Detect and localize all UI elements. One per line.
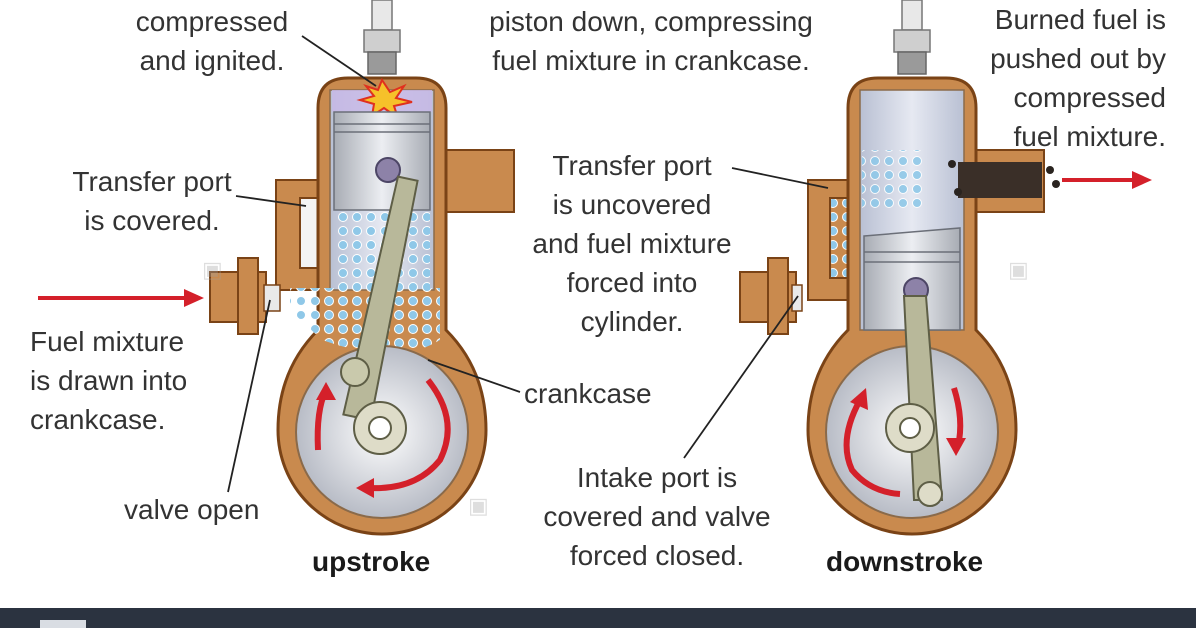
watermark-icon: ▣ (468, 494, 489, 519)
label-piston-down: piston down, compressing fuel mixture in… (489, 6, 813, 76)
intake-arrow (38, 289, 204, 307)
spark-burst (356, 77, 413, 121)
exhaust-port (439, 149, 515, 213)
caption-upstroke: upstroke (312, 546, 431, 577)
footer-bar (0, 608, 1196, 628)
upstroke-engine (38, 0, 515, 536)
label-compressed-ignited: compressed and ignited. (135, 6, 289, 76)
watermark-icon: ▣ (202, 258, 223, 283)
spark-plug (893, 0, 931, 75)
label-valve-open: valve open (124, 494, 260, 525)
label-transfer-uncovered: Transfer port is uncovered and fuel mixt… (532, 150, 732, 337)
label-transfer-covered: Transfer port is covered. (72, 166, 232, 236)
spark-plug (363, 0, 401, 75)
intake-valve (209, 257, 281, 335)
downstroke-engine (739, 0, 1152, 536)
exhaust-gas (948, 160, 1060, 198)
exhaust-arrow (1062, 171, 1152, 189)
label-intake-closed: Intake port is covered and valve forced … (543, 462, 771, 571)
label-crankcase: crankcase (524, 378, 652, 409)
label-fuel-drawn: Fuel mixture is drawn into crankcase. (30, 326, 188, 435)
leader-lines (227, 35, 829, 493)
footer-logo (40, 620, 86, 628)
caption-downstroke: downstroke (826, 546, 984, 577)
watermark-icon: ▣ (1008, 258, 1029, 283)
label-burned-fuel: Burned fuel is pushed out by compressed … (990, 4, 1166, 152)
fuel-mixture-cylinder (862, 150, 922, 210)
